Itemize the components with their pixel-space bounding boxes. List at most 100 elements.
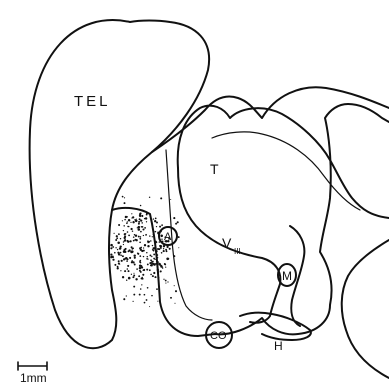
stipple-dot	[146, 221, 147, 222]
stipple-dot	[140, 288, 142, 290]
stipple-dot	[119, 248, 121, 250]
stipple-dot	[170, 199, 171, 200]
stipple-dot	[166, 250, 167, 251]
stipple-dot	[142, 270, 143, 271]
stipple-dot	[156, 250, 158, 252]
stipple-dot	[152, 229, 153, 230]
stipple-dot	[175, 223, 177, 225]
stipple-dot	[146, 213, 148, 215]
stipple-dot	[117, 266, 119, 268]
stipple-dot	[120, 252, 122, 254]
stipple-dot	[118, 260, 120, 262]
stipple-dot	[139, 241, 141, 243]
stipple-dot	[127, 231, 129, 233]
stipple-dot	[110, 244, 113, 247]
stipple-dot	[134, 264, 136, 266]
stipple-dot	[138, 276, 139, 277]
stipple-dot	[156, 254, 158, 256]
stipple-dot	[128, 234, 130, 236]
stipple-dot	[147, 263, 149, 265]
stipple-dot	[150, 240, 151, 241]
stipple-dot	[141, 277, 143, 279]
stipple-dot	[141, 265, 143, 267]
stipple-dot	[165, 283, 166, 284]
stipple-dot	[144, 294, 146, 296]
stipple-dot	[166, 246, 168, 248]
stipple-dot	[138, 221, 140, 223]
stipple-dot	[126, 258, 128, 260]
stipple-dot	[118, 224, 120, 226]
stipple-dot	[161, 239, 162, 240]
stipple-dot	[137, 253, 138, 254]
stipple-dot	[149, 254, 151, 256]
stipple-dot	[146, 299, 148, 301]
stipple-dot	[165, 266, 166, 267]
stipple-dot	[140, 219, 142, 221]
stipple-dot	[140, 231, 142, 233]
stipple-dot	[117, 252, 119, 254]
stipple-dot	[151, 261, 153, 263]
stipple-dot	[130, 240, 132, 242]
stipple-dot	[117, 267, 119, 269]
stipple-dot	[147, 287, 149, 289]
stipple-dot	[163, 248, 164, 249]
stipple-dot	[115, 247, 116, 248]
stipple-dot	[120, 238, 121, 239]
stipple-dot	[125, 239, 126, 240]
stipple-dot	[157, 231, 159, 233]
stipple-dot	[153, 250, 155, 252]
stipple-dot	[141, 284, 142, 285]
stipple-dot	[158, 248, 160, 250]
stipple-dot	[149, 306, 150, 307]
stipple-dot	[145, 234, 147, 236]
stipple-dot	[119, 264, 120, 265]
stipple-dot	[123, 249, 125, 251]
stipple-dot	[143, 247, 144, 248]
stipple-dot	[133, 273, 134, 274]
stipple-dot	[142, 228, 144, 230]
stipple-dot	[138, 223, 140, 225]
stipple-dot	[146, 269, 148, 271]
stipple-dot	[120, 245, 122, 247]
stipple-dot	[152, 245, 153, 246]
stipple-dot	[135, 239, 137, 241]
stipple-dot	[133, 254, 135, 256]
thalamus-inner-curve	[212, 132, 360, 210]
stipple-dot	[122, 255, 124, 257]
stipple-dot	[153, 272, 155, 274]
stipple-dot	[131, 250, 134, 253]
stipple-dot	[131, 260, 133, 262]
stipple-dot	[158, 277, 159, 278]
stipple-dot	[135, 235, 137, 237]
stipple-dot	[160, 197, 162, 199]
stipple-dot	[141, 226, 143, 228]
stipple-dot	[139, 294, 141, 296]
stipple-dot	[122, 196, 124, 198]
stipple-dot	[117, 241, 120, 244]
label-v-subscript: III	[234, 247, 241, 256]
stipple-dot	[117, 249, 118, 250]
stipple-dot	[113, 233, 114, 234]
stipple-dot	[154, 220, 156, 222]
stipple-dot	[134, 257, 136, 259]
stipple-dot	[110, 247, 112, 249]
stipple-dot	[155, 218, 157, 220]
stipple-dot	[112, 256, 113, 257]
stipple-dot	[155, 245, 156, 246]
stipple-dot	[156, 226, 157, 227]
stipple-dot	[140, 205, 142, 207]
stipple-dot	[148, 241, 150, 243]
stipple-dot	[139, 238, 141, 240]
stipple-dot	[162, 267, 164, 269]
stipple-dot	[138, 226, 141, 229]
stipple-dot	[153, 247, 156, 250]
stipple-dot	[133, 236, 135, 238]
stipple-dot	[141, 222, 143, 224]
stipple-dot	[124, 202, 126, 204]
stipple-dot	[157, 301, 158, 302]
stipple-dot	[130, 222, 131, 223]
stipple-dot	[161, 224, 163, 226]
stipple-dot	[137, 227, 138, 228]
stipple-dot	[122, 220, 123, 221]
